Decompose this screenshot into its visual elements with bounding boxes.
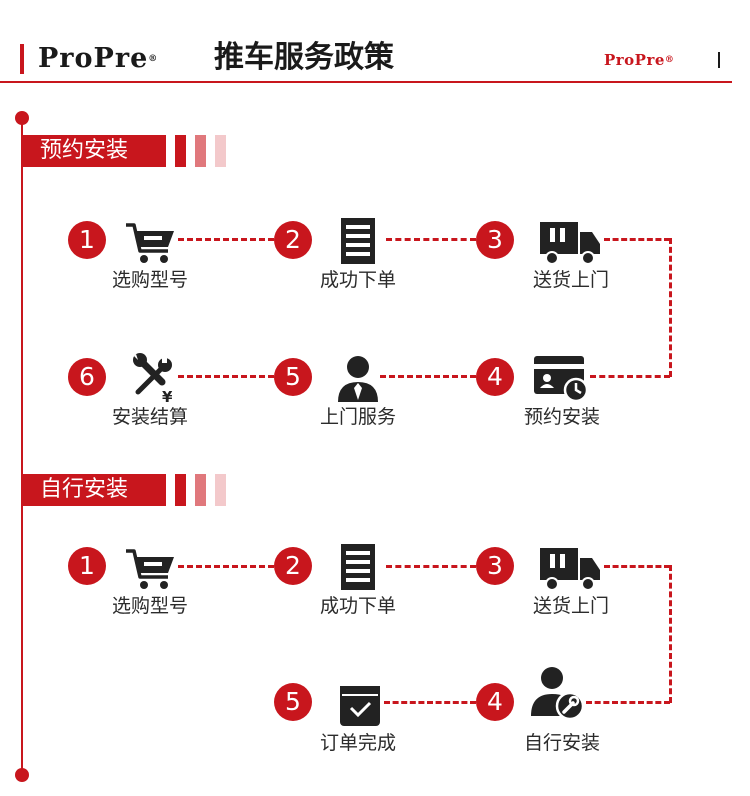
connector-dashed-vertical [669,238,672,377]
section-stripe [215,474,226,506]
step-number: 3 [476,221,514,259]
shopping-cart-icon [126,549,174,589]
step-number: 2 [274,547,312,585]
section-stripe [195,474,206,506]
registered-mark-small: ® [664,55,675,65]
timeline-line [21,118,23,778]
page-title: 推车服务政策 [214,40,394,75]
section-label-self-install: 自行安装 [22,474,166,506]
timeline-dot-bottom [15,768,29,782]
order-list-icon [341,218,375,264]
shopping-cart-icon [126,223,174,263]
step-label: 预约安装 [523,406,600,428]
connector-dashed [386,565,476,568]
brand-logo-small: ProPre® [604,50,674,70]
header-accent-bar [20,44,24,74]
section-label-appointment-install: 预约安装 [22,135,166,167]
step-label: 选购型号 [111,595,188,617]
step-label: 送货上门 [532,595,609,617]
step-number: 3 [476,547,514,585]
connector-dashed [178,375,274,378]
step-number: 4 [476,358,514,396]
timeline-dot-top [15,111,29,125]
header-divider [0,81,732,83]
brand-logo: ProPre® [38,44,158,74]
step-label: 订单完成 [319,732,396,754]
section-stripe [195,135,206,167]
section-stripe [175,135,186,167]
connector-dashed [586,701,670,704]
header-separator [718,52,720,68]
step-number: 5 [274,358,312,396]
delivery-truck-icon [540,548,600,591]
step-number: 1 [68,221,106,259]
order-list-icon [341,544,375,590]
connector-dashed [384,701,476,704]
section-stripe [175,474,186,506]
connector-dashed [590,375,670,378]
brand-logo-text: ProPre [38,43,149,74]
step-label: 安装结算 [111,406,188,428]
step-number: 2 [274,221,312,259]
connector-dashed-vertical [669,565,672,703]
connector-dashed [604,238,670,241]
step-label: 送货上门 [532,269,609,291]
brand-logo-small-text: ProPre [604,51,665,69]
order-complete-icon [340,686,380,726]
connector-dashed [604,565,670,568]
yen-symbol: ¥ [162,388,173,404]
self-install-person-icon [531,667,585,721]
registered-mark: ® [148,54,159,64]
appointment-card-icon [534,356,589,402]
connector-dashed [178,565,274,568]
step-label: 自行安装 [523,732,600,754]
step-label: 成功下单 [319,269,396,291]
wrench-yen-icon: ¥ [133,353,173,404]
connector-dashed [178,238,274,241]
step-number: 5 [274,683,312,721]
step-label: 上门服务 [319,406,396,428]
step-number: 6 [68,358,106,396]
step-label: 选购型号 [111,269,188,291]
connector-dashed [380,375,476,378]
step-number: 1 [68,547,106,585]
delivery-truck-icon [540,222,600,265]
step-number: 4 [476,683,514,721]
service-person-icon [338,356,378,402]
section-stripe [215,135,226,167]
connector-dashed [386,238,476,241]
step-label: 成功下单 [319,595,396,617]
